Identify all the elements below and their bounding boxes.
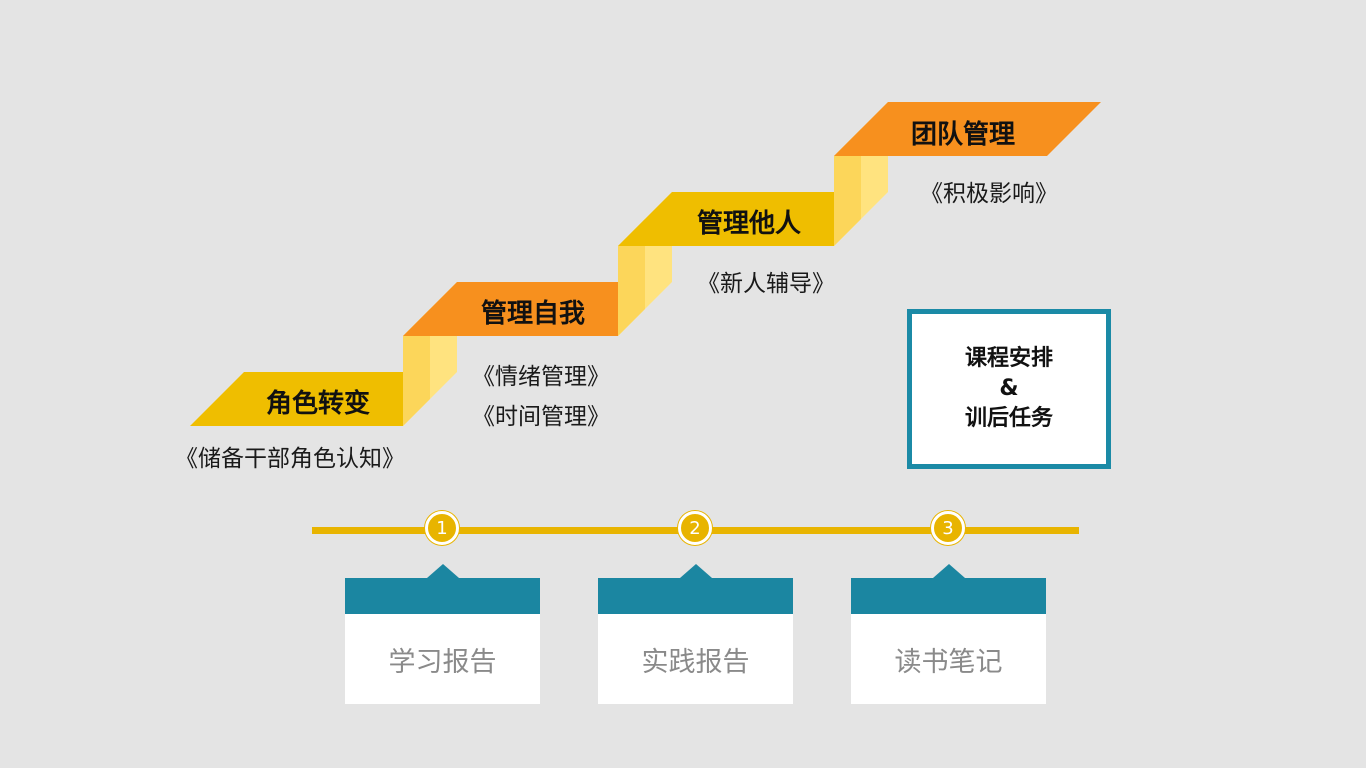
stair-step-1 xyxy=(190,372,403,426)
course-positive-influence: 《积极影响》 xyxy=(920,181,1058,207)
timeline-node-2: 2 xyxy=(678,511,712,545)
task-card-study-report: 学习报告 xyxy=(345,564,540,704)
course-reserve-cadre-role: 《储备干部角色认知》 xyxy=(175,446,405,472)
stair-riser-3-shade xyxy=(834,129,861,246)
course-time-management: 《时间管理》 xyxy=(472,404,610,430)
timeline-node-3: 3 xyxy=(931,511,965,545)
task-card-label: 读书笔记 xyxy=(851,614,1046,704)
task-card-header xyxy=(851,564,1046,614)
step-label-team-management: 团队管理 xyxy=(911,120,1016,150)
task-card-header xyxy=(598,564,793,614)
schedule-box-line3: 训后任务 xyxy=(964,406,1053,431)
staircase-graphic xyxy=(190,102,1101,426)
stair-step-2 xyxy=(403,282,618,336)
stair-riser-2-shade xyxy=(618,219,645,336)
task-card-header xyxy=(345,564,540,614)
task-card-label: 实践报告 xyxy=(598,614,793,704)
card-notch xyxy=(680,564,712,578)
stair-riser-1-shade xyxy=(403,309,430,426)
step-label-role-change: 角色转变 xyxy=(266,389,371,419)
course-newcomer-coaching: 《新人辅导》 xyxy=(697,271,835,297)
schedule-box-line1: 课程安排 xyxy=(964,346,1053,371)
stair-step-4 xyxy=(834,102,1101,156)
card-notch xyxy=(427,564,459,578)
step-label-managing-others: 管理他人 xyxy=(697,209,802,239)
stair-step-3 xyxy=(618,192,834,246)
task-card-label: 学习报告 xyxy=(345,614,540,704)
step-label-self-management: 管理自我 xyxy=(481,299,586,329)
course-emotion-management: 《情绪管理》 xyxy=(472,364,610,390)
task-card-practice-report: 实践报告 xyxy=(598,564,793,704)
timeline-node-1: 1 xyxy=(425,511,459,545)
schedule-box: 课程安排 & 训后任务 xyxy=(907,309,1111,469)
card-notch xyxy=(933,564,965,578)
task-card-reading-notes: 读书笔记 xyxy=(851,564,1046,704)
schedule-box-line2: & xyxy=(999,376,1019,401)
